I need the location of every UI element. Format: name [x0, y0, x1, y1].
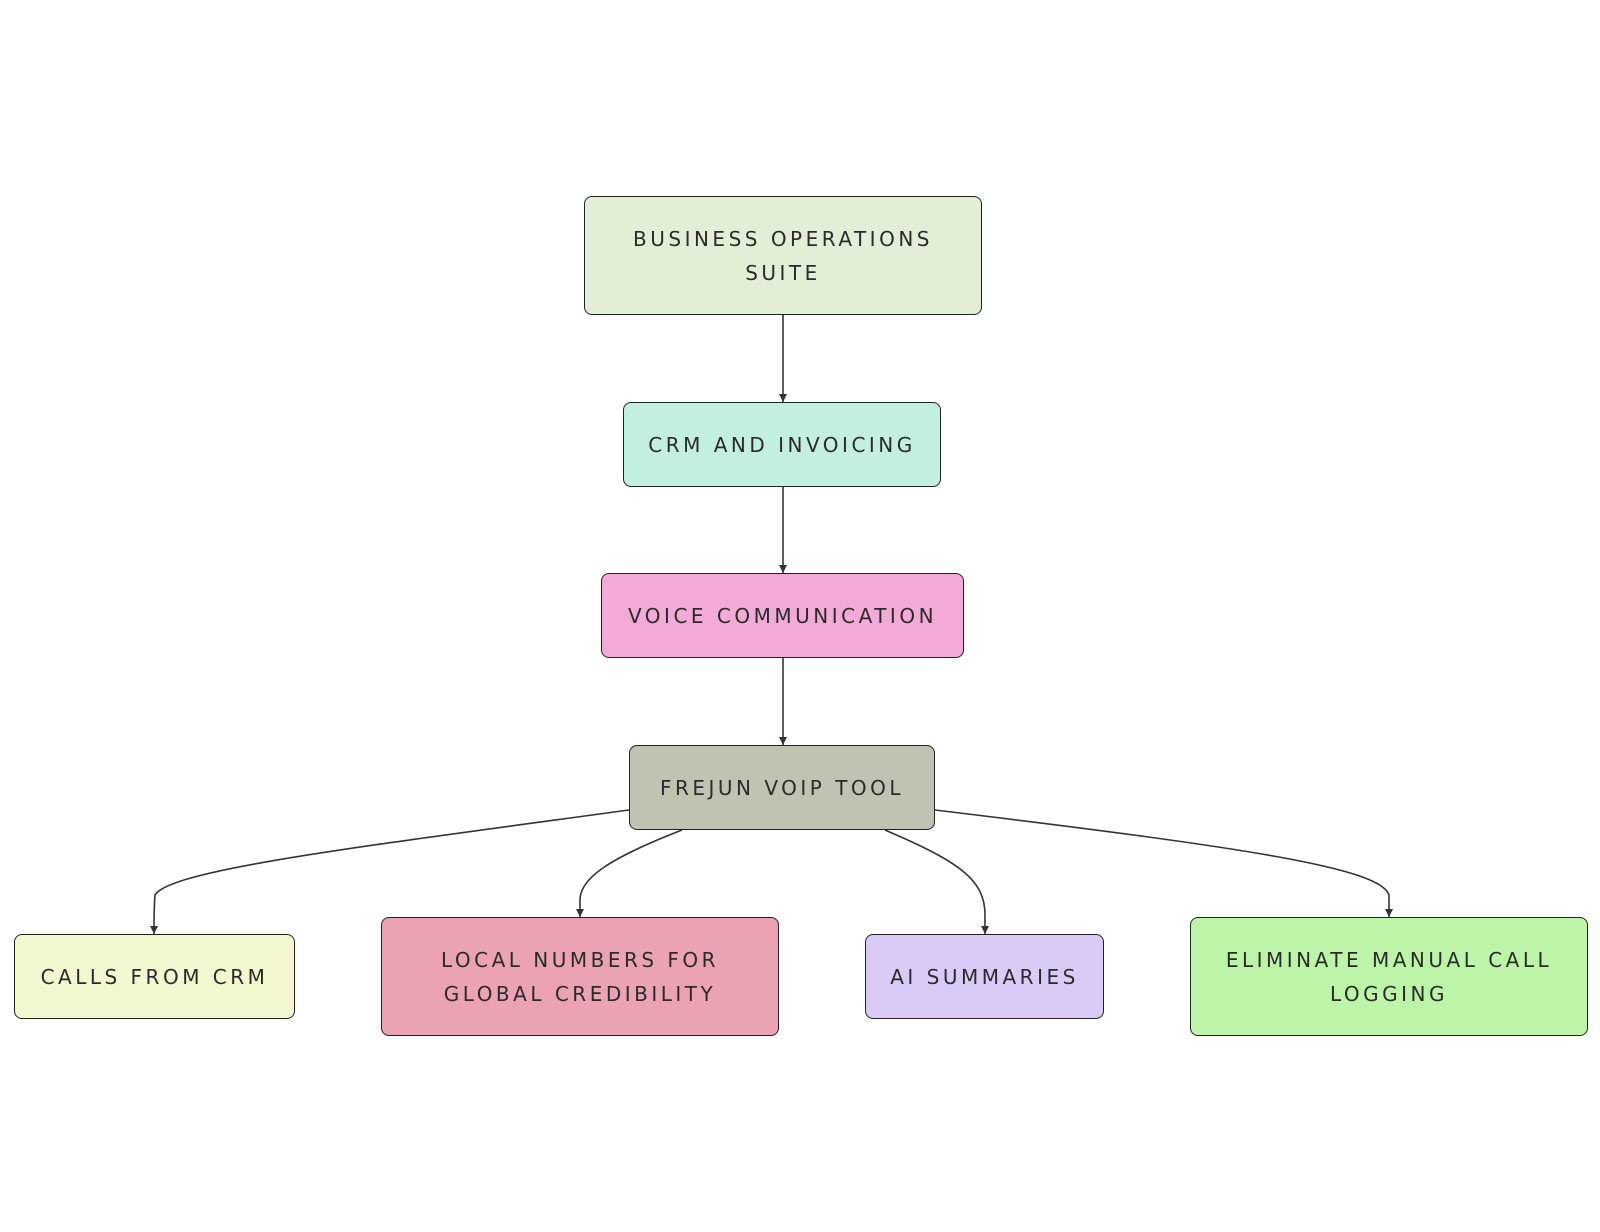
edge-frejun-to-calls [150, 809, 630, 935]
node-calls-from-crm: CALLS FROM CRM [14, 934, 295, 1019]
node-label-ai-summaries: AI SUMMARIES [890, 964, 1079, 989]
node-frejun-voip-tool: FREJUN VOIP TOOL [629, 745, 935, 830]
node-business-operations-suite: BUSINESS OPERATIONS SUITE [584, 196, 982, 315]
node-label-frejun-voip-tool: FREJUN VOIP TOOL [659, 775, 905, 800]
edge-frejun-to-ai [884, 829, 989, 934]
node-label-calls-from-crm: CALLS FROM CRM [40, 964, 269, 989]
node-label-crm-and-invoicing: CRM AND INVOICING [648, 432, 916, 457]
node-ai-summaries: AI SUMMARIES [865, 934, 1104, 1019]
node-label-voice-communication: VOICE COMMUNICATION [627, 603, 938, 628]
node-local-numbers: LOCAL NUMBERS FOR GLOBAL CREDIBILITY [381, 917, 779, 1036]
node-crm-and-invoicing: CRM AND INVOICING [623, 402, 941, 487]
edge-frejun-to-local [576, 829, 683, 917]
node-label-local-numbers: LOCAL NUMBERS FOR GLOBAL CREDIBILITY [440, 947, 720, 1006]
node-label-business-operations-suite: BUSINESS OPERATIONS SUITE [633, 226, 933, 285]
node-eliminate-manual-call-logging: ELIMINATE MANUAL CALL LOGGING [1190, 917, 1588, 1036]
edge-frejun-to-elim [934, 809, 1393, 917]
node-label-eliminate-manual-call-logging: ELIMINATE MANUAL CALL LOGGING [1225, 947, 1553, 1006]
node-voice-communication: VOICE COMMUNICATION [601, 573, 964, 658]
